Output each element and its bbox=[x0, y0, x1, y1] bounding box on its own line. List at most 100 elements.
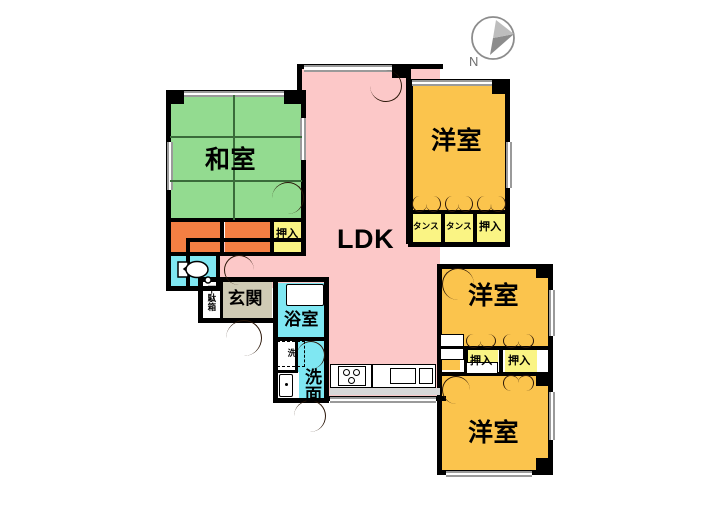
kitchen-counter-band bbox=[330, 388, 440, 395]
oshiire-top-fill bbox=[477, 214, 506, 242]
wall-washitsu-closet-divider bbox=[170, 218, 306, 222]
door-arc-mid-closet-b bbox=[480, 334, 496, 348]
yoshitsu-top-label: 洋室 bbox=[431, 126, 483, 155]
compass-north-label: N bbox=[469, 54, 479, 69]
door-arc-bot-closet-a bbox=[503, 375, 519, 391]
tansu-2-label: タンス bbox=[446, 222, 472, 232]
door-arc-tansu1-a bbox=[412, 196, 427, 212]
compass-icon bbox=[471, 16, 515, 60]
washitsu-label: 和室 bbox=[205, 145, 257, 174]
door-arc-senmen bbox=[297, 341, 325, 369]
wall-mid-closet-sep bbox=[499, 348, 503, 376]
window-yoshitsu-top-top bbox=[412, 80, 492, 86]
tansu-2-fill bbox=[445, 214, 474, 242]
door-arc-tansu2-b bbox=[458, 196, 473, 212]
door-arc-mid-closet-d bbox=[518, 334, 534, 348]
window-ldk-top bbox=[304, 65, 392, 72]
window-yoshitsu-mid-right bbox=[549, 290, 555, 336]
wall-ldk-right-lower bbox=[437, 340, 442, 400]
window-yoshitsu-top-right bbox=[506, 142, 512, 188]
wall-corner-washitsu-tr bbox=[284, 90, 306, 104]
yokushitsu-label: 浴室 bbox=[284, 310, 319, 330]
door-arc-mid-closet-c bbox=[503, 334, 519, 348]
tatami-line-h1 bbox=[170, 136, 302, 138]
window-kitchen-bottom bbox=[330, 397, 436, 403]
oshiire-washitsu-label: 押入 bbox=[276, 227, 299, 240]
wall-senmen-inner bbox=[295, 339, 298, 373]
oshiire-orange-left-fill bbox=[170, 222, 220, 252]
wall-ldk-left-lower bbox=[301, 238, 306, 256]
wall-bath-senmen-divider bbox=[273, 337, 329, 341]
tatami-line-v1 bbox=[233, 95, 235, 220]
oshiire-washitsu-fill bbox=[272, 220, 304, 254]
door-arc-oshiire-top-b bbox=[490, 196, 506, 212]
wall-getabako-right bbox=[220, 279, 223, 320]
wall-yoshitsu-mid-right bbox=[548, 264, 553, 472]
wall-yoshitsu-bot-corner2 bbox=[536, 458, 553, 475]
sink-side-unit bbox=[419, 368, 433, 384]
wall-yoshitsu-bot-corner bbox=[536, 372, 553, 386]
wall-genkan-left bbox=[198, 277, 203, 323]
oshiire-mid-right-fill bbox=[505, 350, 537, 374]
yoshitsu-bot-label: 洋室 bbox=[468, 418, 520, 447]
tansu-1-fill bbox=[412, 214, 442, 242]
wall-ldk-left-hall bbox=[186, 238, 306, 242]
wall-senmen-inner2 bbox=[275, 370, 297, 373]
window-yoshitsu-bot-bottom bbox=[446, 471, 532, 477]
yoshitsu-mid-label: 洋室 bbox=[468, 281, 520, 310]
window-yoshitsu-bot-right bbox=[549, 392, 555, 440]
wall-mid-closet-top bbox=[437, 346, 553, 350]
door-arc-tansu1-b bbox=[426, 196, 441, 212]
window-washitsu-right bbox=[300, 118, 306, 160]
wall-tansu-strip-bottom bbox=[408, 242, 510, 247]
wall-washitsu-left bbox=[166, 90, 171, 290]
door-arc-genkan bbox=[226, 320, 262, 356]
door-arc-yoshitsu-bot bbox=[442, 376, 470, 404]
wall-closet-sep-1 bbox=[220, 220, 224, 254]
burner-1 bbox=[343, 369, 350, 376]
tansu-1-label: タンス bbox=[413, 222, 439, 232]
window-washitsu-left bbox=[167, 142, 173, 190]
closet-panel-mid-left bbox=[440, 348, 464, 360]
door-arc-bot-closet-b bbox=[518, 375, 534, 391]
door-arc-washitsu bbox=[272, 182, 304, 214]
oshiire-mid-right-label: 押入 bbox=[508, 354, 531, 367]
wall-tansu-sep-2 bbox=[473, 212, 477, 246]
wall-jog-mid-right bbox=[548, 264, 553, 278]
door-arc-washroom-bottom bbox=[294, 400, 326, 432]
vanity-drain bbox=[285, 383, 288, 386]
oshiire-top-label: 押入 bbox=[479, 220, 502, 233]
closet-panel-mid-left2 bbox=[466, 362, 498, 374]
tatami-line-h2 bbox=[170, 180, 302, 182]
wall-tansu-strip-top bbox=[408, 210, 510, 214]
closet-panel-top bbox=[440, 334, 464, 347]
genkan-label: 玄関 bbox=[228, 289, 263, 309]
door-arc-mid-closet-a bbox=[466, 334, 481, 348]
yoshitsu-top-fill bbox=[412, 83, 506, 212]
wall-corner-tl bbox=[166, 90, 184, 104]
wall-toilet-right bbox=[216, 252, 220, 288]
wall-tansu-sep-1 bbox=[441, 212, 445, 246]
burner-3 bbox=[348, 377, 355, 384]
wall-yoshitsu-mid-left bbox=[437, 264, 442, 346]
compass-rose: N bbox=[466, 14, 522, 70]
door-arc-ldk-top bbox=[370, 70, 402, 102]
toilet-icon bbox=[177, 260, 212, 284]
wall-washitsu-bottom bbox=[166, 286, 222, 291]
wall-mid-closet-bottom bbox=[437, 372, 553, 376]
wall-yoshitsu-top-left bbox=[408, 79, 413, 247]
wall-ldk-left-upper bbox=[297, 64, 302, 96]
door-arc-hall-top bbox=[224, 255, 254, 285]
door-arc-tansu2-a bbox=[445, 196, 459, 212]
washer-label: 洗 bbox=[287, 349, 297, 359]
sink-icon bbox=[390, 368, 416, 384]
senmen-label: 洗面 bbox=[301, 368, 321, 403]
wall-yoshitsu-mid-top bbox=[437, 264, 553, 269]
wall-yoshitsu-bot-left bbox=[437, 372, 442, 474]
bathtub-icon bbox=[286, 284, 324, 306]
counter-div-1 bbox=[371, 364, 373, 388]
burner-2 bbox=[353, 369, 360, 376]
wall-yoshitsu-top-corner bbox=[492, 79, 510, 94]
ldk-label: LDK bbox=[337, 224, 395, 254]
